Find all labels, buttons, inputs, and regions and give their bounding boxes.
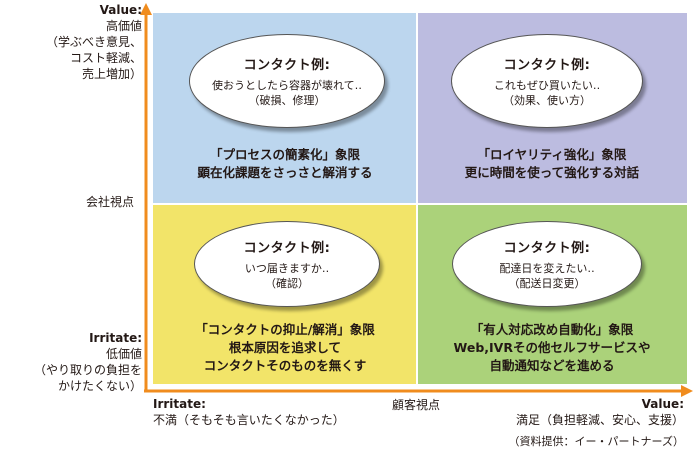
contact-example-line: （配送日変更）	[508, 277, 586, 290]
y-axis-top-line: Value:	[99, 3, 142, 17]
y-axis-top-line: 売上増加）	[81, 67, 142, 81]
contact-example-oval-bottom-left: コンタクト例: いつ届きますか‥ （確認）	[194, 221, 380, 307]
strategy-line: 「プロセスの簡素化」象限	[209, 147, 360, 162]
strategy-line: 「コンタクトの抑止/解消」象限	[195, 322, 375, 337]
strategy-line: 「有人対応改め自動化」象限	[470, 322, 634, 337]
contact-example-line: （効果、使い方）	[503, 94, 591, 107]
contact-example-line: これもぜひ買いたい‥	[493, 79, 601, 92]
strategy-line: コンタクトそのものを無くす	[203, 358, 367, 373]
contact-example-title: コンタクト例:	[503, 58, 591, 73]
contact-example-title: コンタクト例:	[243, 241, 331, 256]
y-axis-bottom-line: 低価値	[105, 347, 142, 361]
strategy-text-bottom-left: 「コンタクトの抑止/解消」象限 根本原因を追求して コンタクトそのものを無くす	[153, 321, 417, 375]
strategy-text-bottom-right: 「有人対応改め自動化」象限 Web,IVRその他セルフサービスや 自動通知などを…	[417, 321, 687, 375]
x-axis-left-line: 不満（そもそも言いたくなかった）	[153, 413, 345, 427]
x-axis-arrowhead	[681, 385, 693, 397]
y-axis-bottom-line: （やり取りの負担を	[33, 363, 142, 377]
strategy-line: 更に時間を使って強化する対話	[464, 165, 640, 180]
x-axis-right-label: Value: 満足（負担軽減、安心、支援）	[450, 396, 684, 428]
x-axis-left-line: Irritate:	[153, 397, 206, 411]
x-axis-mid-label: 顧客視点	[392, 398, 441, 412]
contact-example-line: いつ届きますか‥	[244, 262, 330, 275]
contact-example-oval-bottom-right: コンタクト例: 配達日を変えたい‥ （配送日変更）	[452, 221, 642, 307]
contact-example-oval-top-right: コンタクト例: これもぜひ買いたい‥ （効果、使い方）	[451, 34, 643, 128]
strategy-text-top-left: 「プロセスの簡素化」象限 顕在化課題をさっさと解消する	[153, 146, 417, 182]
x-axis-right-line: 満足（負担軽減、安心、支援）	[515, 413, 684, 427]
y-axis-arrowhead	[140, 3, 152, 15]
contact-example-line: （破損、修理）	[248, 94, 326, 107]
strategy-line: 顕在化課題をさっさと解消する	[197, 165, 373, 180]
source-note: （資料提供：イー・パートナーズ）	[508, 435, 684, 448]
x-axis-left-label: Irritate: 不満（そもそも言いたくなかった）	[153, 396, 413, 428]
y-axis-bottom-line: Irritate:	[89, 331, 142, 345]
y-axis-top-line: （学ぶべき意見、	[45, 35, 142, 49]
contact-example-line: 配達日を変えたい‥	[499, 262, 595, 275]
y-axis-top-label: Value: 高価値 （学ぶべき意見、 コスト軽減、 売上増加）	[0, 2, 142, 82]
y-axis-bottom-label: Irritate: 低価値 （やり取りの負担を かけたくない）	[0, 330, 142, 394]
strategy-line: Web,IVRその他セルフサービスや	[453, 340, 651, 355]
y-axis-top-line: 高価値	[105, 19, 142, 33]
x-axis-right-line: Value:	[641, 397, 684, 411]
strategy-line: 自動通知などを進める	[489, 358, 615, 373]
contact-example-title: コンタクト例:	[243, 58, 331, 73]
strategy-text-top-right: 「ロイヤリティ強化」象限 更に時間を使って強化する対話	[417, 146, 687, 182]
strategy-line: 根本原因を追求して	[228, 340, 342, 355]
y-axis-mid-label: 会社視点	[85, 195, 134, 209]
vertical-divider	[416, 13, 418, 384]
contact-example-title: コンタクト例:	[503, 241, 591, 256]
y-axis-bottom-line: かけたくない）	[57, 379, 142, 393]
contact-example-line: （確認）	[265, 277, 309, 290]
strategy-line: 「ロイヤリティ強化」象限	[477, 147, 627, 162]
horizontal-divider	[153, 203, 687, 205]
y-axis-top-line: コスト軽減、	[69, 51, 142, 65]
contact-example-line: 使おうとしたら容器が壊れて‥	[211, 79, 362, 92]
contact-example-oval-top-left: コンタクト例: 使おうとしたら容器が壊れて‥ （破損、修理）	[189, 34, 385, 128]
